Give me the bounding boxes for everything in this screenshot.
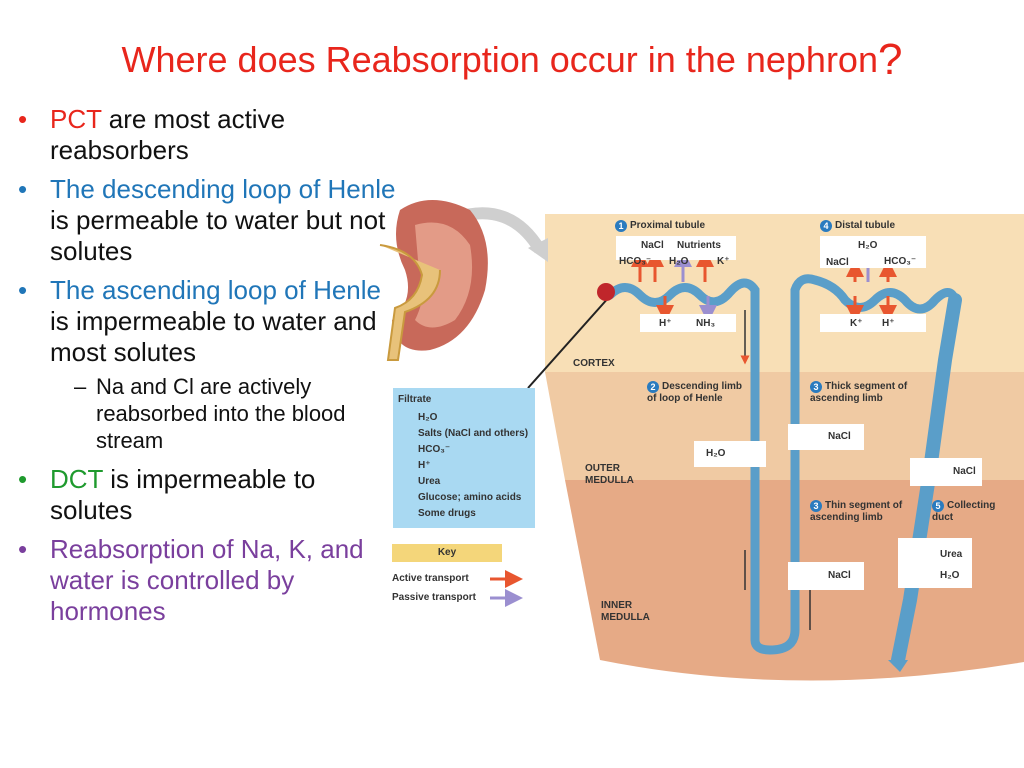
dct-h: H⁺ bbox=[882, 318, 895, 329]
filtrate-item: Glucose; amino acids bbox=[418, 492, 522, 503]
glomerulus bbox=[597, 283, 615, 301]
filtrate-title: Filtrate bbox=[398, 394, 432, 405]
bullet-hormones: •Reabsorption of Na, K, and water is con… bbox=[18, 534, 364, 626]
bullet-descending-loop: •The descending loop of Henle is permeab… bbox=[18, 174, 396, 266]
filtrate-item: Some drugs bbox=[418, 508, 476, 519]
pct-h2o: H₂O bbox=[669, 256, 689, 267]
cortex-label: CORTEX bbox=[573, 358, 615, 369]
key-title: Key bbox=[392, 544, 502, 562]
kidney-icon bbox=[379, 200, 488, 361]
filtrate-item: H⁺ bbox=[418, 460, 431, 471]
filtrate-item: HCO₃⁻ bbox=[418, 444, 451, 455]
slide-title: Where does Reabsorption occur in the nep… bbox=[121, 35, 903, 84]
thick-nacl: NaCl bbox=[828, 431, 851, 442]
dct-hco3: HCO₃⁻ bbox=[884, 256, 917, 267]
pct-k: K⁺ bbox=[717, 256, 730, 267]
cd-urea: Urea bbox=[940, 549, 963, 560]
key-active-label: Active transport bbox=[392, 573, 469, 584]
outer-medulla-zone bbox=[545, 372, 1024, 480]
filtrate-item: H₂O bbox=[418, 412, 438, 423]
bullet-ascending-loop: •The ascending loop of Henle is impermea… bbox=[18, 275, 382, 367]
filtrate-box: Filtrate H₂O Salts (NaCl and others) HCO… bbox=[393, 388, 535, 528]
cd-nacl: NaCl bbox=[953, 466, 976, 477]
outer-medulla-label: OUTER MEDULLA bbox=[585, 463, 634, 486]
pct-hco3: HCO₃⁻ bbox=[619, 256, 652, 267]
dct-h2o: H₂O bbox=[858, 240, 878, 251]
cd-h2o: H₂O bbox=[940, 570, 960, 581]
pct-nh3: NH₃ bbox=[696, 318, 716, 329]
bullet-list: •PCT are most active reabsorbers •The de… bbox=[14, 104, 404, 635]
thin-nacl: NaCl bbox=[828, 570, 851, 581]
inner-medulla-label: INNER MEDULLA bbox=[601, 600, 650, 623]
sub-bullet-na-cl: –Na and Cl are actively reabsorbed into … bbox=[74, 374, 346, 453]
key-passive-label: Passive transport bbox=[392, 592, 476, 603]
pct-nutrients: Nutrients bbox=[677, 240, 721, 251]
pct-nacl: NaCl bbox=[641, 240, 664, 251]
desc-h2o: H₂O bbox=[706, 448, 726, 459]
bullet-pct: •PCT are most active reabsorbers bbox=[18, 104, 286, 165]
dct-nacl: NaCl bbox=[826, 257, 849, 268]
pct-h: H⁺ bbox=[659, 318, 672, 329]
filtrate-item: Salts (NaCl and others) bbox=[418, 428, 529, 439]
dct-k: K⁺ bbox=[850, 318, 863, 329]
bullet-dct: •DCT is impermeable to solutes bbox=[18, 464, 316, 525]
filtrate-item: Urea bbox=[418, 476, 441, 487]
